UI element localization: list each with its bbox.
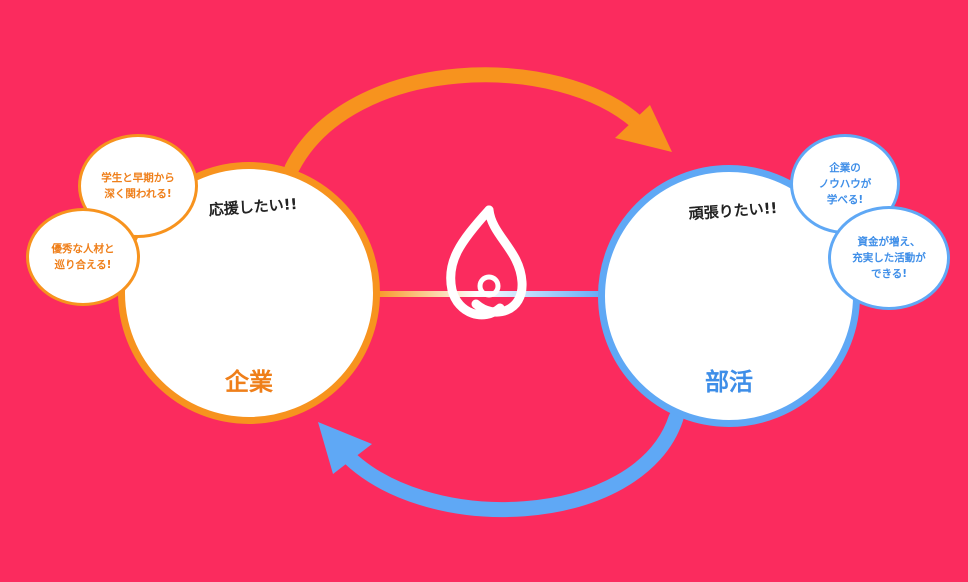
club-benefit-bubble-2: 資金が増え、 充実した活動が できる! bbox=[828, 206, 950, 310]
club-label: 部活 bbox=[705, 368, 753, 396]
arrow-company-to-club bbox=[284, 67, 648, 176]
company-benefit-bubble-2: 優秀な人材と 巡り合える! bbox=[26, 208, 140, 306]
arrow-club-to-company-head bbox=[318, 422, 372, 474]
arrow-club-to-company bbox=[332, 410, 684, 518]
company-label: 企業 bbox=[225, 368, 273, 396]
arrow-company-to-club-head bbox=[615, 105, 672, 152]
flame-logo-icon bbox=[446, 205, 527, 320]
